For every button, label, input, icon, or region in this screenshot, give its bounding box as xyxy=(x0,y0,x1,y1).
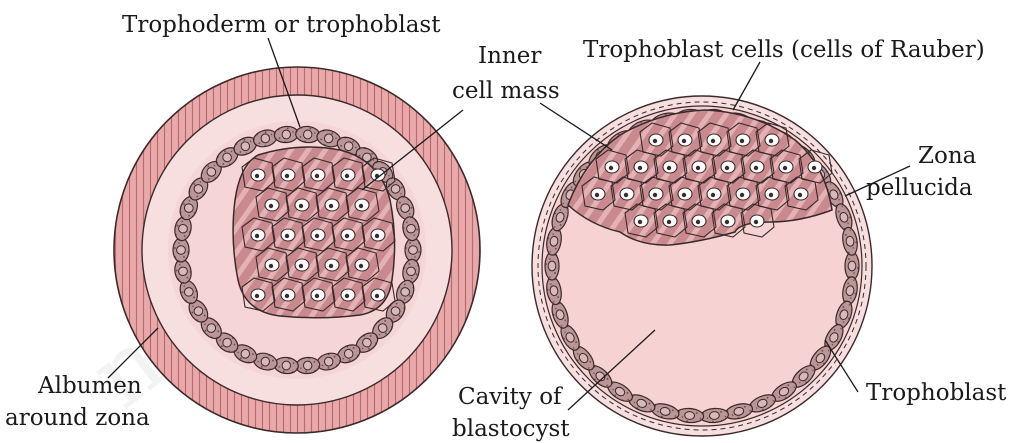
trophoblast-cell xyxy=(173,238,189,262)
label-rauber: Trophoblast cells (cells of Rauber) xyxy=(583,37,985,63)
leader-inner-cell-mass-right xyxy=(540,103,612,150)
trophoblast-cell xyxy=(845,252,859,280)
label-trophoderm: Trophoderm or trophoblast xyxy=(122,12,441,38)
label-cavity-line1: Cavity of xyxy=(458,384,563,410)
label-inner-cell-mass-line1: Inner xyxy=(478,43,541,69)
label-zona-line2: pellucida xyxy=(866,175,973,201)
label-inner-cell-mass-line2: cell mass xyxy=(452,78,560,104)
trophoblast-cell xyxy=(545,252,559,280)
trophoblast-cell xyxy=(405,238,421,262)
label-cavity-line2: blastocyst xyxy=(452,416,570,442)
label-trophoblast: Trophoblast xyxy=(866,380,1007,406)
label-albumen-line1: Albumen xyxy=(37,373,142,399)
left-blastocyst xyxy=(114,67,480,433)
right-blastocyst xyxy=(532,96,872,436)
label-albumen-line2: around zona xyxy=(5,405,150,431)
label-zona-line1: Zona xyxy=(918,143,977,169)
